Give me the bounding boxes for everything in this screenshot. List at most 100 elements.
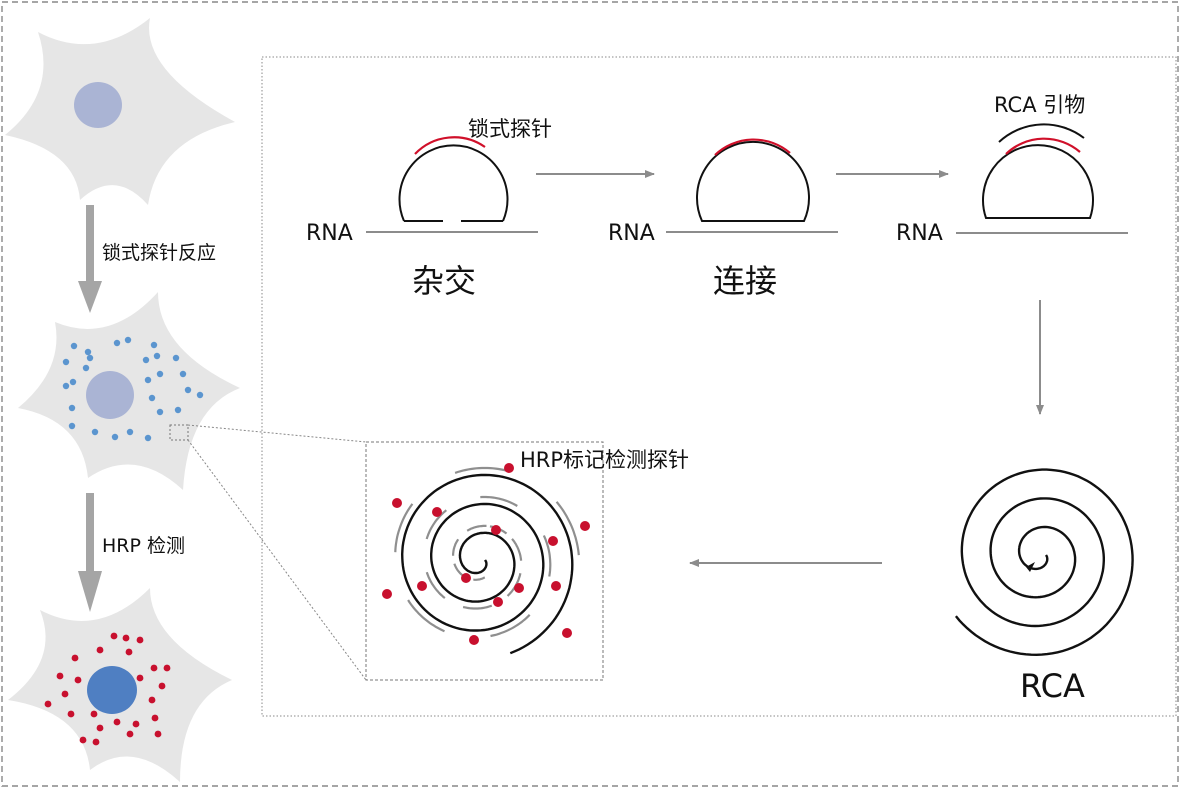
primer-label: RCA 引物: [994, 93, 1085, 117]
detection-probe-segment: [452, 538, 460, 556]
blue-dot: [82, 364, 90, 372]
rca-primer: [998, 123, 1085, 143]
hrp-dot: [493, 597, 503, 607]
red-dot: [163, 664, 171, 672]
zoom-guide-line: [187, 424, 367, 443]
cell-detected: [8, 588, 232, 782]
right-panel: RNA 锁式探针 杂交 RNA 连接 RNA RCA 引物: [261, 56, 1177, 717]
blue-dot: [62, 358, 70, 366]
hrp-dot: [382, 589, 392, 599]
stage-caption: 连接: [713, 262, 777, 300]
probe-label: 锁式探针: [468, 117, 552, 141]
red-dot: [132, 720, 140, 728]
blue-dot: [196, 391, 204, 399]
detection-probe-segment: [394, 503, 414, 553]
red-dot: [154, 730, 162, 738]
red-dot: [136, 636, 144, 644]
red-dot: [92, 738, 100, 746]
hrp-dot: [392, 498, 402, 508]
hrp-dot: [417, 581, 427, 591]
step-arrow-2: [78, 493, 102, 612]
hrp-dot: [562, 628, 572, 638]
detection-probe-segment: [407, 599, 445, 633]
detection-probe-segment: [473, 576, 486, 581]
cell-nucleus: [87, 666, 137, 714]
detection-probe-segment: [511, 538, 523, 561]
blue-dot: [174, 406, 182, 414]
detection-probe-segment: [555, 501, 580, 556]
blue-dot: [62, 382, 70, 390]
probe-backbone-red: [414, 136, 486, 155]
blue-dot: [124, 336, 132, 344]
hrp-dot: [461, 573, 471, 583]
blue-dot: [142, 356, 150, 364]
cell-probed: [18, 292, 240, 490]
blue-dot: [68, 422, 76, 430]
hrp-dot: [548, 536, 558, 546]
blue-dot: [172, 354, 180, 362]
padlock-probe: [398, 144, 509, 222]
red-dot: [151, 714, 159, 722]
rca-spiral: [954, 468, 1134, 657]
red-dot: [96, 724, 104, 732]
probe-backbone-red: [714, 138, 791, 156]
red-dot: [113, 718, 121, 726]
red-dot: [61, 690, 69, 698]
detection-probe-segment: [462, 604, 493, 610]
cell-nucleus: [86, 371, 134, 419]
red-dot: [71, 654, 79, 662]
blue-dot: [156, 370, 164, 378]
blue-dot: [91, 428, 99, 436]
hrp-dot: [580, 521, 590, 531]
zoom-box: [365, 441, 604, 681]
detection-probe-segment: [454, 466, 510, 474]
red-dot: [56, 672, 64, 680]
spiral-end-arrowhead: [1026, 562, 1035, 572]
red-dot: [67, 710, 75, 718]
rca-product: RCA: [954, 468, 1134, 705]
rna-label: RNA: [608, 221, 655, 246]
red-dot: [125, 648, 133, 656]
red-dot: [90, 710, 98, 718]
detection-probe-segment: [480, 495, 518, 507]
detection-probe-segments: [394, 466, 580, 638]
rna-label: RNA: [896, 221, 943, 246]
cell-untreated: [5, 18, 235, 205]
left-panel: 锁式探针反应 HRP 检测: [5, 18, 367, 782]
detection-probe-segment: [425, 509, 448, 540]
red-dot: [79, 736, 87, 744]
blue-dot: [156, 408, 164, 416]
zoom-guide-line: [187, 439, 367, 681]
circular-probe: [696, 140, 810, 222]
detection-probe-segment: [453, 563, 464, 577]
probe-backbone-red: [1005, 137, 1081, 155]
rca-label: RCA: [1020, 667, 1085, 705]
hrp-dot: [469, 635, 479, 645]
blue-dot: [144, 434, 152, 442]
hrp-dot: [504, 463, 514, 473]
detection-probe-segment: [542, 535, 552, 577]
blue-dot: [153, 352, 161, 360]
blue-dot: [113, 339, 121, 347]
detection-probe-segment: [490, 614, 531, 638]
step1-label: 锁式探针反应: [102, 242, 216, 264]
red-dot: [126, 730, 134, 738]
detection-probe-label: HRP标记检测探针: [520, 448, 689, 472]
detection-spiral: [400, 473, 574, 655]
blue-dot: [68, 404, 76, 412]
blue-dot: [150, 341, 158, 349]
red-dot: [74, 676, 82, 684]
right-panel-frame: [261, 56, 1177, 717]
hrp-dot: [514, 583, 524, 593]
blue-dot: [70, 342, 78, 350]
red-dot: [122, 634, 130, 642]
blue-dot: [148, 394, 156, 402]
red-dot-group: [44, 632, 171, 746]
red-dot: [44, 700, 52, 708]
stage-caption: 杂交: [412, 262, 476, 300]
stage-primer: RNA RCA 引物: [896, 93, 1128, 246]
blue-dot-group: [62, 336, 204, 442]
red-dot: [96, 646, 104, 654]
red-dot: [158, 682, 166, 690]
hrp-dot-group: [382, 463, 590, 645]
